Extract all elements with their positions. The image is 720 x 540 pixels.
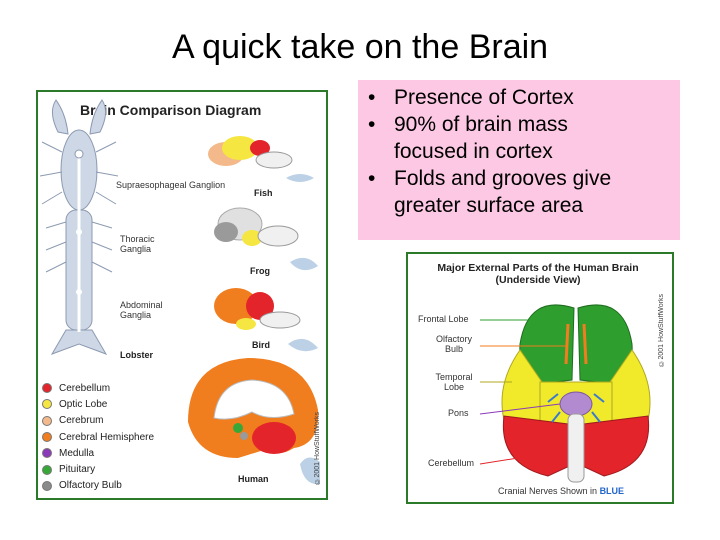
caption-highlight: BLUE xyxy=(599,486,625,496)
human-brain xyxy=(188,358,320,485)
legend-item: Cerebrum xyxy=(42,413,154,429)
bullet-text: Presence of Cortex xyxy=(394,86,574,109)
label-bird: Bird xyxy=(252,340,270,350)
bullet-item: • 90% of brain mass focused in cortex xyxy=(366,111,674,165)
bullet-text: greater surface area xyxy=(394,194,584,217)
brain-legend: Cerebellum Optic Lobe Cerebrum Cerebral … xyxy=(42,380,154,494)
legend-item: Medulla xyxy=(42,445,154,461)
legend-label: Pituitary xyxy=(59,464,96,476)
label-frog: Frog xyxy=(250,266,270,276)
bullet-item: • Presence of Cortex xyxy=(366,84,674,111)
bird-brain xyxy=(214,288,318,352)
caption-prefix: Cranial Nerves Shown in xyxy=(498,486,598,496)
label-thoracic: Thoracic Ganglia xyxy=(120,234,155,254)
cranial-nerves-caption: Cranial Nerves Shown in BLUE xyxy=(498,486,624,496)
label-frontal-lobe: Frontal Lobe xyxy=(418,314,469,324)
label-supraesophageal: Supraesophageal Ganglion xyxy=(116,180,226,190)
bullet-text: Folds and grooves give xyxy=(394,167,612,190)
legend-label: Cerebellum xyxy=(59,382,111,394)
bullet-glyph: • xyxy=(368,167,376,190)
legend-swatch xyxy=(42,399,52,410)
legend-label: Cerebrum xyxy=(59,415,104,427)
legend-item: Cerebral Hemisphere xyxy=(42,429,154,445)
underside-subtitle: (Underside View) xyxy=(495,274,581,286)
legend-label: Medulla xyxy=(59,447,95,459)
bullet-text: 90% of brain mass xyxy=(394,113,568,136)
legend-item: Olfactory Bulb xyxy=(42,478,154,494)
copyright-right: ©2001 HowStuffWorks xyxy=(658,294,665,367)
brain-comparison-title: Brain Comparison Diagram xyxy=(80,102,262,118)
legend-label: Optic Lobe xyxy=(59,398,108,410)
slide-title: A quick take on the Brain xyxy=(171,28,549,66)
legend-swatch xyxy=(42,480,52,491)
fish-brain xyxy=(208,136,314,182)
bullet-list: • Presence of Cortex • 90% of brain mass… xyxy=(358,80,680,219)
legend-swatch xyxy=(42,432,52,443)
label-temporal-lobe: Temporal Lobe xyxy=(435,372,473,392)
label-cerebellum: Cerebellum xyxy=(428,458,475,468)
brain-comparison-diagram: Brain Comparison Diagram xyxy=(36,90,328,500)
brain-comparison-illustration xyxy=(39,99,320,485)
frog-brain xyxy=(214,207,318,271)
legend-swatch xyxy=(42,383,52,394)
label-pons: Pons xyxy=(448,408,469,418)
legend-swatch xyxy=(42,464,52,475)
legend-item: Optic Lobe xyxy=(42,396,154,412)
underside-illustration xyxy=(479,304,651,483)
underside-title-text: Major External Parts of the Human Brain xyxy=(437,262,639,274)
label-human: Human xyxy=(238,474,269,484)
label-lobster: Lobster xyxy=(120,350,154,360)
legend-item: Cerebellum xyxy=(42,380,154,396)
label-abdominal: Abdominal Ganglia xyxy=(120,300,163,320)
label-olfactory-bulb: Olfactory Bulb xyxy=(435,334,472,354)
bullet-glyph: • xyxy=(368,86,376,109)
legend-label: Olfactory Bulb xyxy=(59,480,122,492)
bullet-text: focused in cortex xyxy=(394,140,553,163)
legend-swatch xyxy=(42,415,52,426)
copyright-left: ©2001 HowStuffWorks xyxy=(314,412,321,485)
human-brain-underside-diagram: Major External Parts of the Human Brain … xyxy=(406,252,674,504)
underside-title: Major External Parts of the Human Brain … xyxy=(408,262,668,286)
bullet-glyph: • xyxy=(368,113,376,136)
bullet-item: • Folds and grooves give greater surface… xyxy=(366,165,674,219)
legend-swatch xyxy=(42,448,52,459)
legend-item: Pituitary xyxy=(42,461,154,477)
label-fish: Fish xyxy=(254,188,273,198)
bullet-box: • Presence of Cortex • 90% of brain mass… xyxy=(358,80,680,240)
legend-label: Cerebral Hemisphere xyxy=(59,431,155,443)
